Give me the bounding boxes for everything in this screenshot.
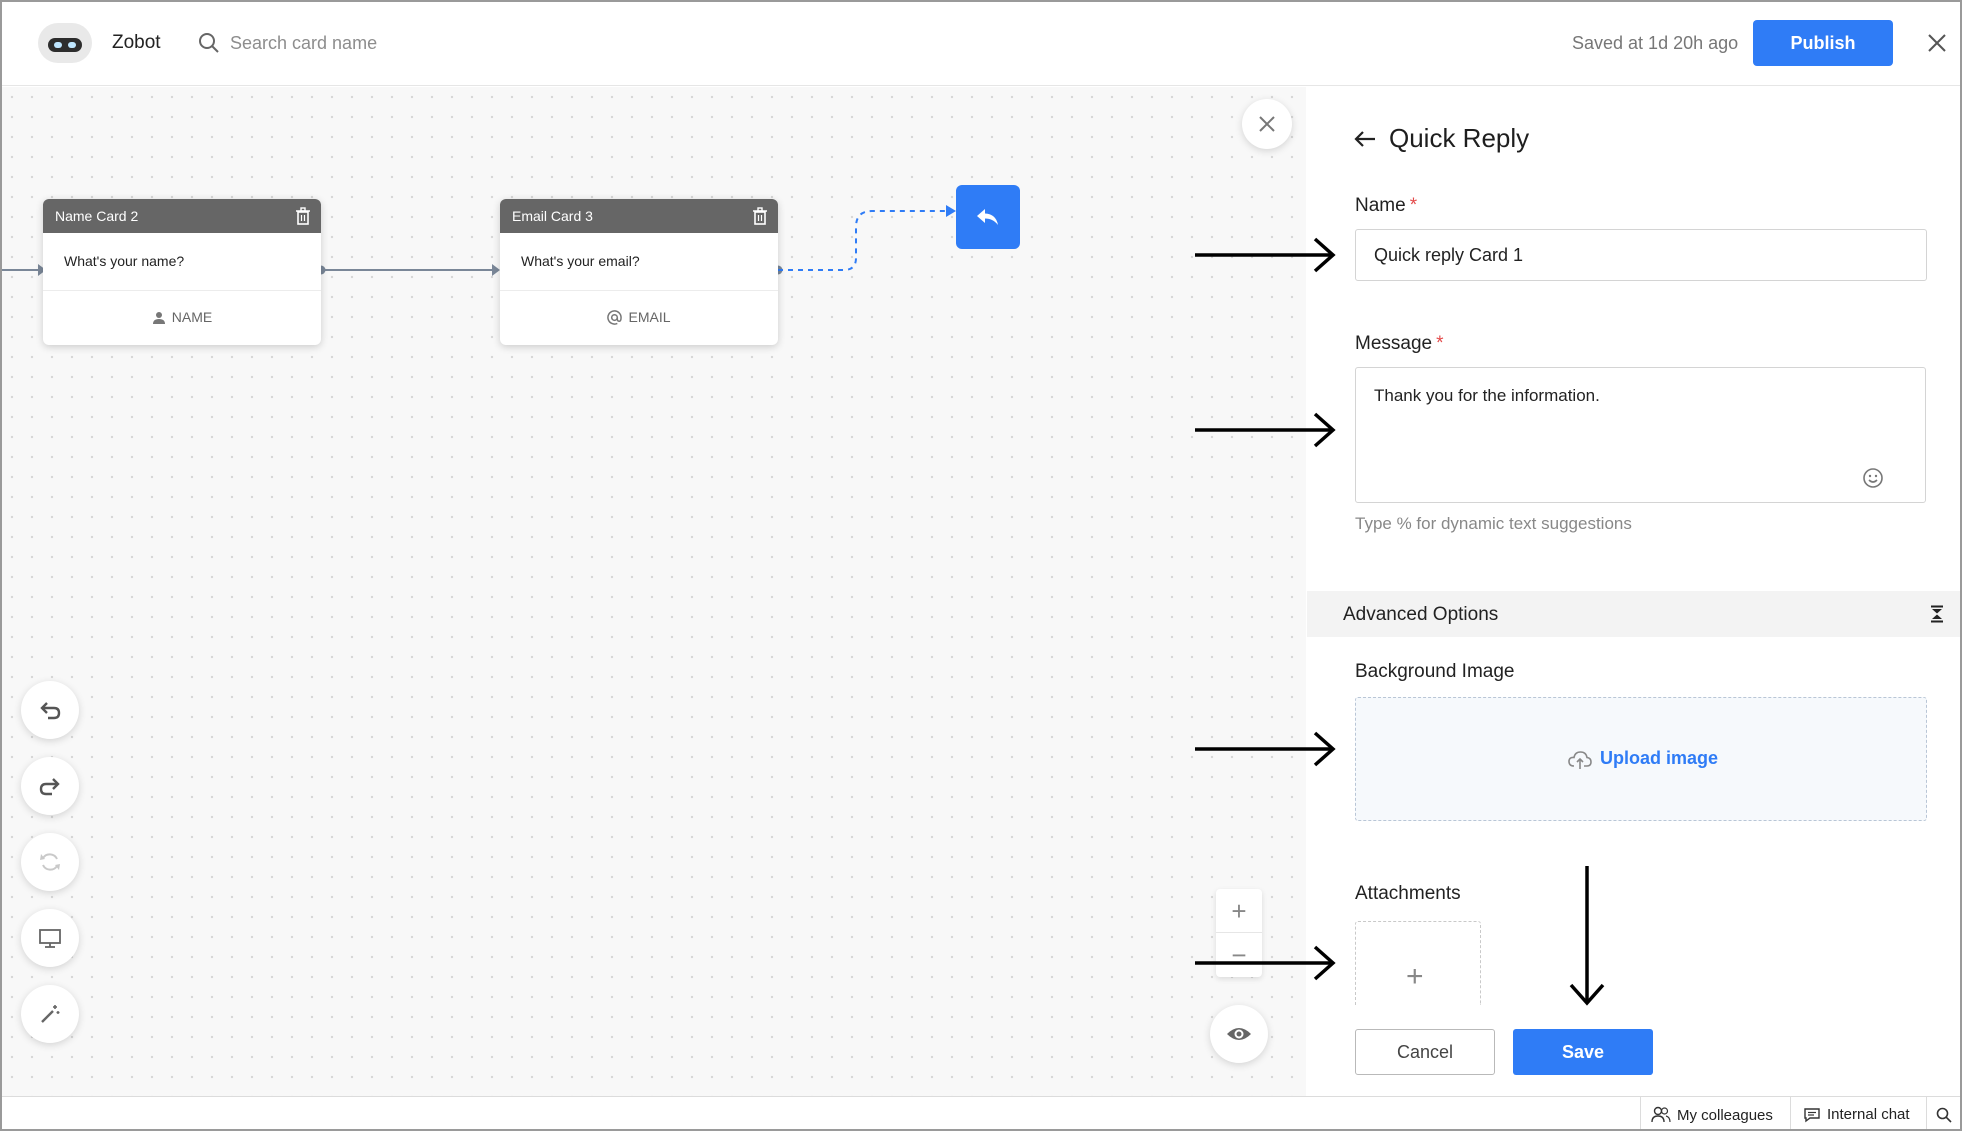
close-canvas-button[interactable] <box>1242 99 1292 149</box>
collapse-icon[interactable] <box>1929 605 1945 623</box>
cloud-upload-icon <box>1568 751 1592 769</box>
name-label: Name* <box>1355 195 1418 216</box>
attachments-label: Attachments <box>1355 883 1461 904</box>
app-name: Zobot <box>112 32 161 53</box>
trash-icon[interactable] <box>752 207 768 225</box>
preview-device-button[interactable] <box>21 909 79 967</box>
quick-reply-node[interactable] <box>956 185 1020 249</box>
flow-canvas[interactable]: Name Card 2 What's your name? NAME <box>2 87 1306 1096</box>
save-button[interactable]: Save <box>1513 1029 1653 1075</box>
magic-wand-icon <box>41 1005 60 1023</box>
undo-icon <box>40 702 61 720</box>
person-icon <box>152 312 165 324</box>
card-field-label: EMAIL <box>628 309 671 325</box>
back-arrow-icon[interactable] <box>1353 129 1377 149</box>
chat-icon <box>1804 1108 1820 1123</box>
saved-status: Saved at 1d 20h ago <box>1572 33 1739 53</box>
card-title: Email Card 3 <box>512 208 593 224</box>
card-title: Name Card 2 <box>55 208 139 224</box>
my-colleagues-button[interactable]: My colleagues <box>1640 1097 1790 1129</box>
card-field-label: NAME <box>171 309 213 325</box>
zobot-logo-icon <box>38 23 92 63</box>
refresh-icon <box>40 853 60 871</box>
redo-icon <box>39 778 60 796</box>
card-question: What's your email? <box>500 233 778 291</box>
upload-image-link[interactable]: Upload image <box>1600 748 1719 768</box>
card-field-type: EMAIL <box>500 291 778 345</box>
search-icon <box>199 33 219 53</box>
bottom-search-button[interactable] <box>1926 1097 1960 1129</box>
background-image-label: Background Image <box>1355 661 1515 682</box>
bottom-bar: My colleagues Internal chat <box>2 1096 1960 1129</box>
cancel-button[interactable]: Cancel <box>1355 1029 1495 1075</box>
search-card-input[interactable] <box>230 28 530 58</box>
advanced-options-label: Advanced Options <box>1343 604 1499 625</box>
quick-reply-panel: Quick Reply Name* Message* Thank you for… <box>1307 87 1960 1096</box>
add-attachment-box[interactable]: + <box>1355 921 1481 1005</box>
redo-button[interactable] <box>21 757 79 815</box>
close-icon[interactable] <box>1926 32 1948 54</box>
required-mark: * <box>1436 333 1444 354</box>
card-question: What's your name? <box>43 233 321 291</box>
at-icon <box>607 310 623 325</box>
my-colleagues-label: My colleagues <box>1677 1107 1773 1124</box>
card-field-type: NAME <box>43 291 321 345</box>
undo-button[interactable] <box>21 681 79 739</box>
trash-icon[interactable] <box>295 207 311 225</box>
message-textarea[interactable]: Thank you for the information. <box>1355 367 1926 503</box>
dynamic-text-hint: Type % for dynamic text suggestions <box>1355 514 1632 533</box>
advanced-options-bar[interactable]: Advanced Options <box>1307 591 1960 637</box>
search-icon <box>1936 1107 1952 1123</box>
zoom-in-button[interactable]: + <box>1216 889 1262 933</box>
preview-button[interactable] <box>1210 1005 1268 1063</box>
card-header: Email Card 3 <box>500 199 778 233</box>
internal-chat-label: Internal chat <box>1827 1106 1910 1123</box>
close-icon <box>1259 116 1275 132</box>
zoom-controls: + − <box>1216 889 1262 977</box>
publish-button[interactable]: Publish <box>1753 20 1893 66</box>
refresh-button[interactable] <box>21 833 79 891</box>
required-mark: * <box>1409 195 1418 216</box>
email-card[interactable]: Email Card 3 What's your email? EMAIL <box>500 199 778 345</box>
top-bar: Zobot Saved at 1d 20h ago Publish <box>2 2 1960 86</box>
message-label: Message* <box>1355 333 1444 354</box>
upload-image-dropzone[interactable]: Upload image <box>1355 697 1927 821</box>
card-header: Name Card 2 <box>43 199 321 233</box>
people-icon <box>1651 1106 1671 1123</box>
card-name-input[interactable] <box>1355 229 1927 281</box>
reply-icon <box>977 209 998 225</box>
emoji-icon[interactable] <box>1862 467 1884 489</box>
internal-chat-button[interactable]: Internal chat <box>1790 1097 1926 1129</box>
zoom-out-button[interactable]: − <box>1231 940 1247 970</box>
auto-arrange-button[interactable] <box>21 985 79 1043</box>
panel-title: Quick Reply <box>1389 123 1530 153</box>
name-card[interactable]: Name Card 2 What's your name? NAME <box>43 199 321 345</box>
monitor-icon <box>39 929 61 948</box>
eye-icon <box>1227 1028 1251 1040</box>
plus-icon: + <box>1406 960 1424 993</box>
